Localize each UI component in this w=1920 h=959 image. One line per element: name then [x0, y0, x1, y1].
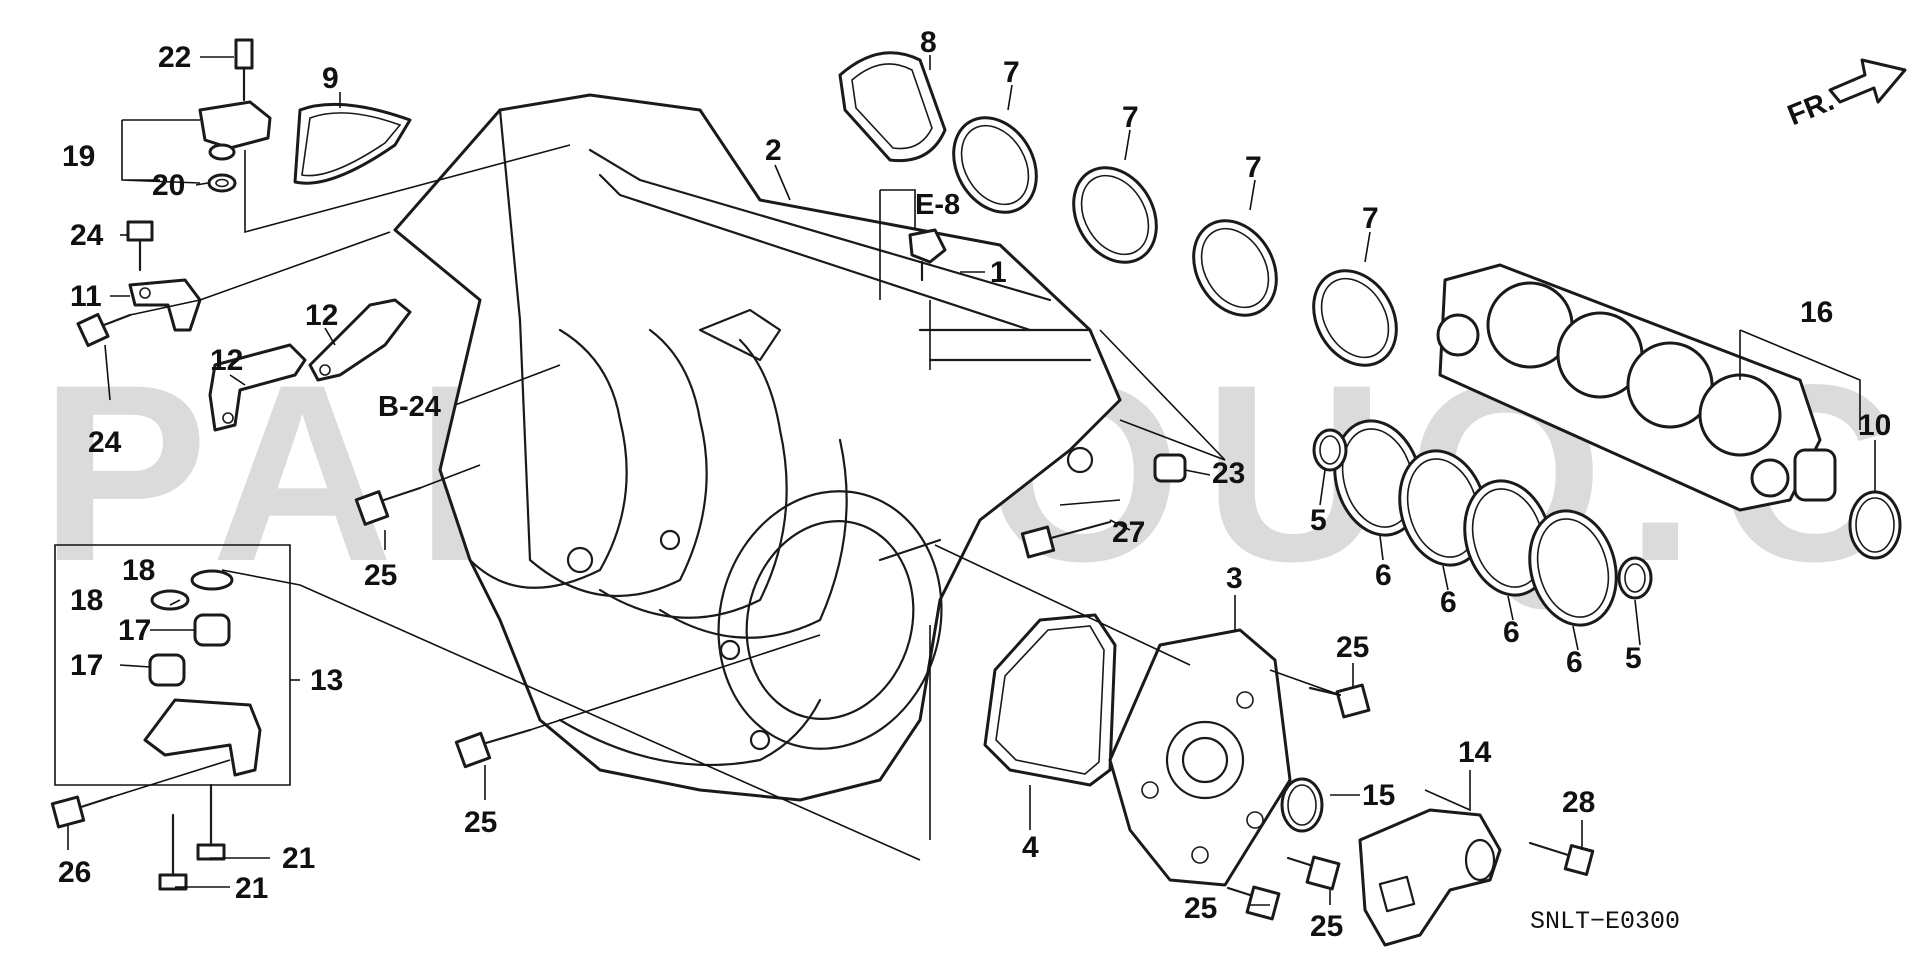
callout-12-left: 12: [210, 344, 243, 377]
runner-valve-assembly-16[interactable]: [1436, 263, 1837, 512]
callout-4: 4: [1022, 831, 1039, 864]
callout-1: 1: [990, 256, 1007, 289]
callout-25-right: 25: [1336, 631, 1369, 664]
callout-21-a: 21: [282, 842, 315, 875]
callout-17-b: 17: [70, 649, 103, 682]
callout-5-top: 5: [1310, 504, 1327, 537]
bolt-28[interactable]: [1528, 841, 1595, 876]
clamp-5-bottom[interactable]: [1617, 556, 1653, 600]
bolt-25-bottom[interactable]: [454, 728, 532, 769]
callout-7-a: 7: [1003, 56, 1020, 89]
callout-22: 22: [158, 41, 191, 74]
bolt-26[interactable]: [50, 795, 114, 829]
callout-14: 14: [1458, 736, 1492, 769]
clip-1[interactable]: [908, 228, 947, 282]
callout-25-cover-b: 25: [1310, 910, 1343, 943]
callout-23: 23: [1212, 457, 1245, 490]
callout-7-d: 7: [1362, 202, 1379, 235]
o-ring-10[interactable]: [1848, 490, 1902, 560]
sensor-assembly[interactable]: [198, 38, 272, 193]
cover-3[interactable]: [1108, 628, 1292, 887]
bolt-24-top[interactable]: [126, 220, 154, 272]
callout-17-a: 17: [118, 614, 151, 647]
nut-23[interactable]: [1153, 453, 1187, 483]
callout-20: 20: [152, 169, 185, 202]
callout-13: 13: [310, 664, 343, 697]
seal-6-d[interactable]: [1517, 501, 1628, 635]
callout-8: 8: [920, 26, 937, 59]
callout-25-cover-a: 25: [1184, 892, 1217, 925]
gasket-7-c[interactable]: [1177, 206, 1293, 331]
callout-28: 28: [1562, 786, 1595, 819]
callout-24-top: 24: [70, 219, 104, 252]
gasket-8[interactable]: [838, 51, 947, 163]
bolt-24-bottom[interactable]: [76, 312, 132, 348]
gasket-9[interactable]: [293, 102, 412, 185]
gasket-7-d[interactable]: [1297, 256, 1413, 381]
callout-11: 11: [70, 280, 102, 313]
diagram-code: SNLT−E0300: [1530, 907, 1680, 936]
callout-2: 2: [765, 134, 782, 167]
callout-18-a: 18: [122, 554, 155, 587]
ref-b24: B-24: [378, 391, 441, 423]
callout-9: 9: [322, 62, 339, 95]
callout-6-b: 6: [1440, 586, 1457, 619]
callout-15: 15: [1362, 779, 1395, 812]
gasket-4[interactable]: [983, 613, 1117, 787]
bracket-12-right[interactable]: [308, 298, 412, 382]
callout-6-d: 6: [1566, 646, 1583, 679]
callout-25-bottom: 25: [464, 806, 497, 839]
callout-26: 26: [58, 856, 91, 889]
bracket-11[interactable]: [128, 278, 202, 332]
callout-5-bottom: 5: [1625, 642, 1642, 675]
callout-6-c: 6: [1503, 616, 1520, 649]
callout-7-b: 7: [1122, 101, 1139, 134]
callout-3: 3: [1226, 562, 1243, 595]
callout-25-left: 25: [364, 559, 397, 592]
ref-e8: E-8: [915, 189, 960, 221]
callout-27: 27: [1112, 516, 1145, 549]
callout-18-b: 18: [70, 584, 103, 617]
stud-21-a[interactable]: [196, 783, 226, 861]
callout-7-c: 7: [1245, 151, 1262, 184]
bolt-27[interactable]: [1020, 520, 1112, 559]
leader-lines: [54, 55, 1876, 906]
gasket-7-b[interactable]: [1057, 153, 1173, 278]
o-ring-15[interactable]: [1280, 777, 1324, 833]
callout-labels: 22 9 19 20 24 11 24 12 12 B-24 25 18 18 …: [58, 26, 1891, 943]
clamp-5-top[interactable]: [1312, 428, 1348, 472]
bolt-25-right[interactable]: [1308, 683, 1371, 719]
intake-manifold[interactable]: [393, 93, 1122, 802]
callout-21-b: 21: [235, 872, 268, 905]
callout-16: 16: [1800, 296, 1833, 329]
bolt-25-left[interactable]: [354, 486, 422, 526]
callout-19: 19: [62, 140, 95, 173]
callout-24-bottom: 24: [88, 426, 122, 459]
bracket-12-left[interactable]: [208, 343, 307, 432]
stud-21-b[interactable]: [158, 813, 188, 891]
callout-10: 10: [1858, 409, 1891, 442]
gasket-7-a[interactable]: [937, 103, 1053, 228]
bolt-25-cover-b[interactable]: [1226, 885, 1281, 921]
callout-6-a: 6: [1375, 559, 1392, 592]
bolt-25-cover-a[interactable]: [1286, 855, 1341, 891]
front-direction-arrow: [1828, 58, 1907, 104]
mount-kit-13[interactable]: [143, 569, 262, 777]
water-fitting-14[interactable]: [1358, 808, 1502, 947]
callout-12-right: 12: [305, 299, 338, 332]
